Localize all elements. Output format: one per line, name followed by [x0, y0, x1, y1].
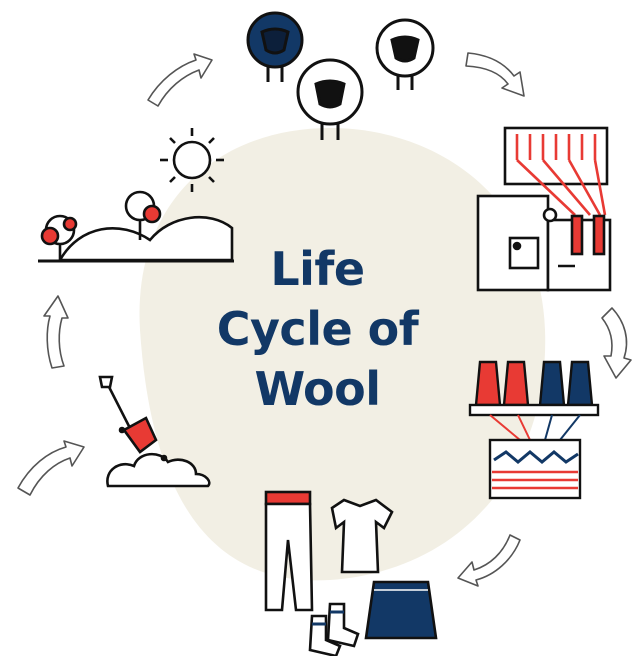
clothing-icon — [264, 490, 438, 658]
tshirt-icon — [330, 498, 394, 574]
hills-icon — [57, 216, 234, 262]
trees-icon — [40, 190, 162, 260]
white-sheep-front-icon — [296, 58, 364, 140]
landscape-sun-icon — [38, 128, 234, 263]
sun-icon — [160, 128, 224, 192]
background-blob — [139, 128, 546, 581]
spinning-machine-icon — [476, 126, 612, 292]
red-yarn-cones-icon — [474, 360, 530, 407]
arrow-soil-to-clothes-icon — [17, 440, 85, 496]
title-line-3: Wool — [254, 362, 381, 416]
navy-sheep-icon — [246, 11, 304, 82]
arrow-sheep-to-factory-icon — [465, 52, 525, 97]
arrow-landscape-to-sheep-icon — [147, 53, 213, 107]
arrow-factory-to-yarn-icon — [601, 307, 632, 379]
skirt-icon — [364, 580, 438, 640]
navy-yarn-cones-icon — [538, 360, 594, 407]
soil-shovel-icon — [98, 375, 211, 488]
socks-icon — [308, 602, 360, 658]
title-line-2: Cycle of — [216, 302, 419, 356]
white-sheep-right-icon — [375, 18, 435, 90]
title-line-1: Life — [270, 242, 365, 296]
arrow-soil-to-landscape-icon — [43, 295, 69, 369]
yarn-weaving-icon — [468, 360, 600, 500]
arrow-yarn-to-clothes-icon — [457, 534, 521, 587]
sheep-icon — [246, 11, 435, 140]
trousers-icon — [264, 490, 314, 612]
